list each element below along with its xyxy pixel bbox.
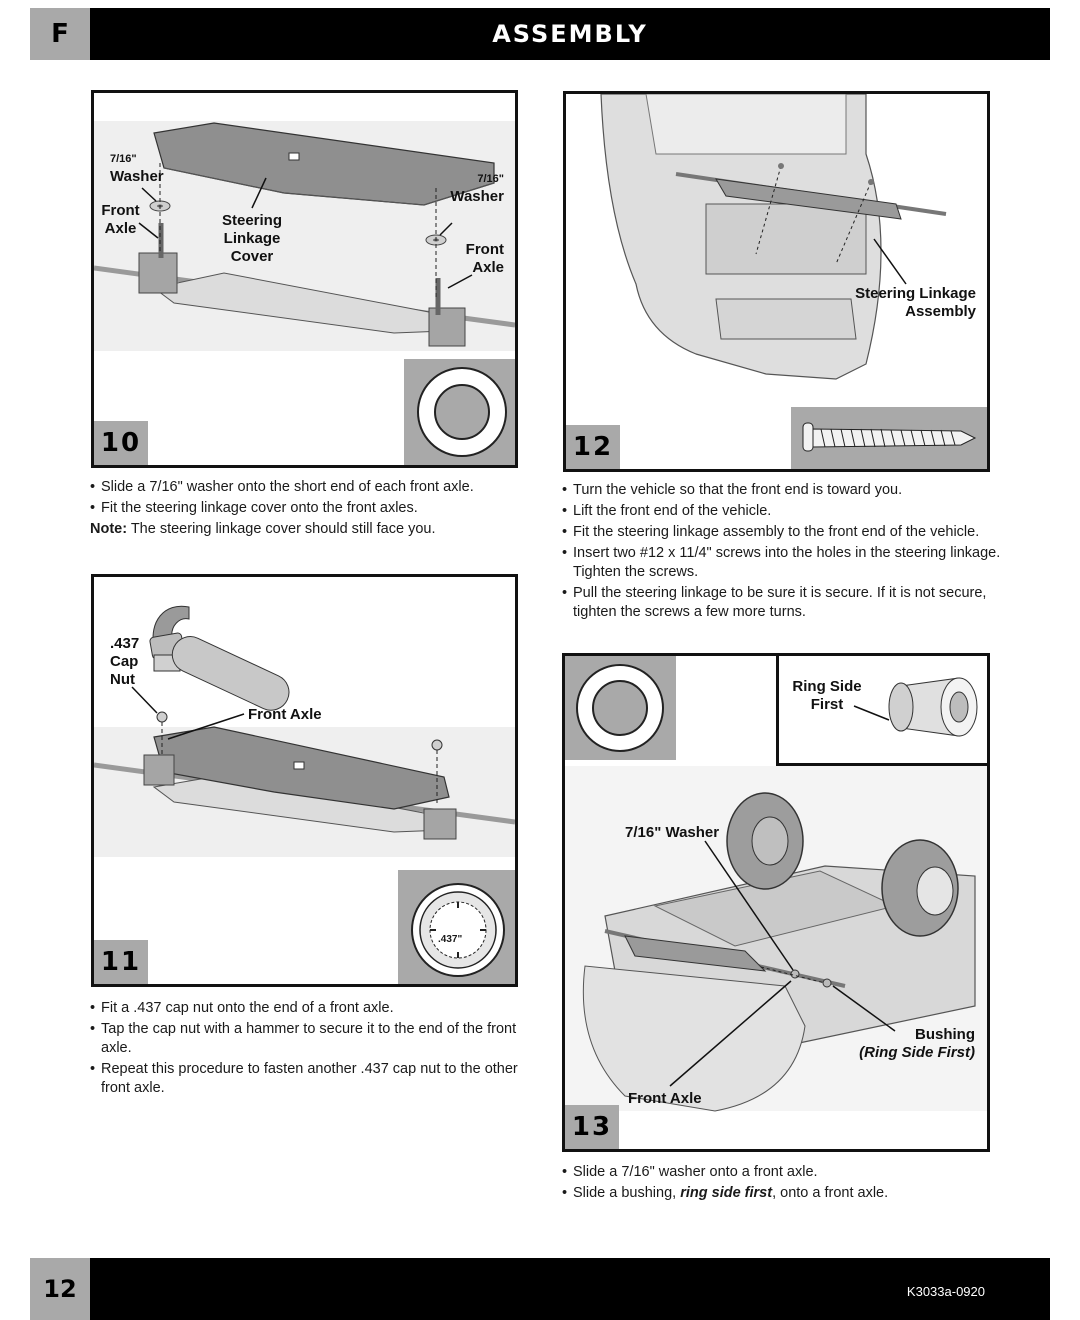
label-text: Ring Side xyxy=(792,678,862,695)
label-text: Nut xyxy=(110,671,135,688)
screw-icon xyxy=(802,422,977,452)
step-number: 12 xyxy=(566,425,620,469)
instruction-item: Turn the vehicle so that the front end i… xyxy=(562,481,1002,500)
step-10-panel: 7/16" Washer Front Axle Steering Linkage… xyxy=(91,90,518,468)
cap-nut-icon xyxy=(411,883,505,977)
step-10-washer-left-label: 7/16" Washer xyxy=(110,149,164,186)
label-text: Steering Linkage xyxy=(855,285,976,302)
instruction-item: Fit the steering linkage cover onto the … xyxy=(90,499,530,518)
instruction-item: Lift the front end of the vehicle. xyxy=(562,502,1002,521)
label-text: Linkage xyxy=(223,230,281,247)
step-13-panel: Ring Side First 7/16" Washer Bushing (Ri… xyxy=(562,653,990,1152)
washer-inset xyxy=(404,359,515,465)
step-10-front-axle-left-label: Front Axle xyxy=(98,202,143,238)
label-text: Assembly xyxy=(905,303,976,320)
fraction-text: 7/16" xyxy=(477,173,504,185)
step-10-illustration xyxy=(94,121,515,351)
instruction-emphasis: ring side first xyxy=(680,1185,773,1201)
instruction-item: Slide a bushing, ring side first, onto a… xyxy=(562,1184,1002,1203)
document-code: K3033a-0920 xyxy=(906,1284,985,1299)
instruction-item: Slide a 7/16" washer onto the short end … xyxy=(90,478,530,497)
step-11-panel: .437 Cap Nut Front Axle .437" 11 xyxy=(91,574,518,987)
instruction-text: , onto a front axle. xyxy=(772,1185,889,1201)
instruction-item: Pull the steering linkage to be sure it … xyxy=(562,584,1002,622)
washer-inset xyxy=(565,656,676,760)
label-text: .437 xyxy=(110,635,140,652)
cap-nut-size: .437" xyxy=(438,934,463,945)
label-text: Cap xyxy=(110,653,139,670)
label-text: First xyxy=(810,696,844,713)
footer-bar xyxy=(90,1258,1050,1320)
step-11-front-axle-label: Front Axle xyxy=(248,706,322,723)
section-letter-tab: F xyxy=(30,8,90,60)
washer-icon xyxy=(417,367,507,457)
label-text: Bushing xyxy=(915,1026,975,1043)
step-number: 10 xyxy=(94,421,148,465)
step-number: 13 xyxy=(565,1105,619,1149)
page-title-bar: ASSEMBLY xyxy=(90,8,1050,60)
step-13-bushing-label: Bushing (Ring Side First) xyxy=(845,1026,975,1062)
step-13-washer-label: 7/16" Washer xyxy=(625,824,720,841)
step-10-front-axle-right-label: Front Axle xyxy=(444,241,504,277)
washer-icon xyxy=(576,664,664,752)
label-text: Axle xyxy=(472,259,504,276)
step-12-assembly-label: Steering Linkage Assembly xyxy=(836,285,976,321)
step-12-panel: Steering Linkage Assembly 12 xyxy=(563,91,990,472)
note-text: The steering linkage cover should still … xyxy=(127,521,436,537)
step-13-instructions: Slide a 7/16" washer onto a front axle. … xyxy=(562,1163,1002,1205)
instruction-item: Fit the steering linkage assembly to the… xyxy=(562,523,1002,542)
instruction-item: Fit a .437 cap nut onto the end of a fro… xyxy=(90,999,520,1018)
step-11-cap-nut-label: .437 Cap Nut xyxy=(110,635,139,689)
instruction-item: Slide a 7/16" washer onto a front axle. xyxy=(562,1163,1002,1182)
ring-side-label: Ring Side First xyxy=(787,678,867,714)
page-title: ASSEMBLY xyxy=(492,20,648,48)
step-12-illustration xyxy=(600,94,947,380)
label-text: Washer xyxy=(450,188,504,205)
step-10-cover-label: Steering Linkage Cover xyxy=(212,212,292,266)
note-label: Note: xyxy=(90,521,128,537)
fraction-text: 7/16" xyxy=(110,153,137,165)
step-10-note: Note: The steering linkage cover should … xyxy=(90,520,530,539)
page-number-tab: 12 xyxy=(30,1258,90,1320)
step-13-illustration xyxy=(565,766,987,1112)
bushing-inset: Ring Side First xyxy=(776,656,987,766)
instruction-item: Tap the cap nut with a hammer to secure … xyxy=(90,1020,520,1058)
step-12-instructions: Turn the vehicle so that the front end i… xyxy=(562,481,1002,624)
instruction-item: Insert two #12 x 11/4" screws into the h… xyxy=(562,544,1002,582)
step-11-illustration xyxy=(94,605,515,857)
step-10-instructions: Slide a 7/16" washer onto the short end … xyxy=(90,478,530,539)
label-text: Washer xyxy=(110,168,164,185)
label-text: Cover xyxy=(230,248,274,265)
label-text: Axle xyxy=(104,220,137,237)
label-text: Front xyxy=(101,202,140,219)
step-13-front-axle-label: Front Axle xyxy=(628,1090,702,1107)
cap-nut-inset: .437" xyxy=(398,870,515,984)
step-11-instructions: Fit a .437 cap nut onto the end of a fro… xyxy=(90,999,520,1100)
step-10-washer-right-label: 7/16" Washer xyxy=(434,169,504,206)
label-note: (Ring Side First) xyxy=(859,1044,975,1061)
step-number: 11 xyxy=(94,940,148,984)
instruction-text: Slide a bushing, xyxy=(573,1185,681,1201)
label-text: Steering xyxy=(221,212,282,229)
bushing-icon xyxy=(853,677,978,737)
instruction-item: Repeat this procedure to fasten another … xyxy=(90,1060,520,1098)
label-text: Front xyxy=(465,241,504,258)
screw-inset xyxy=(791,407,987,469)
